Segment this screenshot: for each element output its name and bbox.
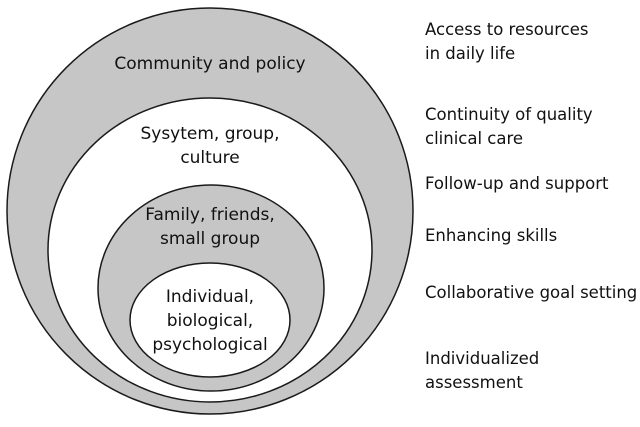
- label-family-friends: Family, friends, small group: [145, 205, 275, 249]
- side-label-continuity-care: Continuity of quality clinical care: [425, 105, 593, 148]
- label-system-group-culture: Sysytem, group, culture: [140, 124, 280, 168]
- label-individual: Individual, biological, psychological: [152, 287, 268, 355]
- ring-individual: [129, 262, 291, 378]
- label-community-policy: Community and policy: [114, 54, 306, 74]
- side-label-goal-setting: Collaborative goal setting: [425, 283, 638, 302]
- side-label-access-resources: Access to resources in daily life: [425, 20, 589, 63]
- side-label-enhancing-skills: Enhancing skills: [425, 226, 558, 245]
- side-label-assessment: Individualized assessment: [425, 349, 540, 392]
- side-label-follow-up: Follow-up and support: [425, 174, 609, 193]
